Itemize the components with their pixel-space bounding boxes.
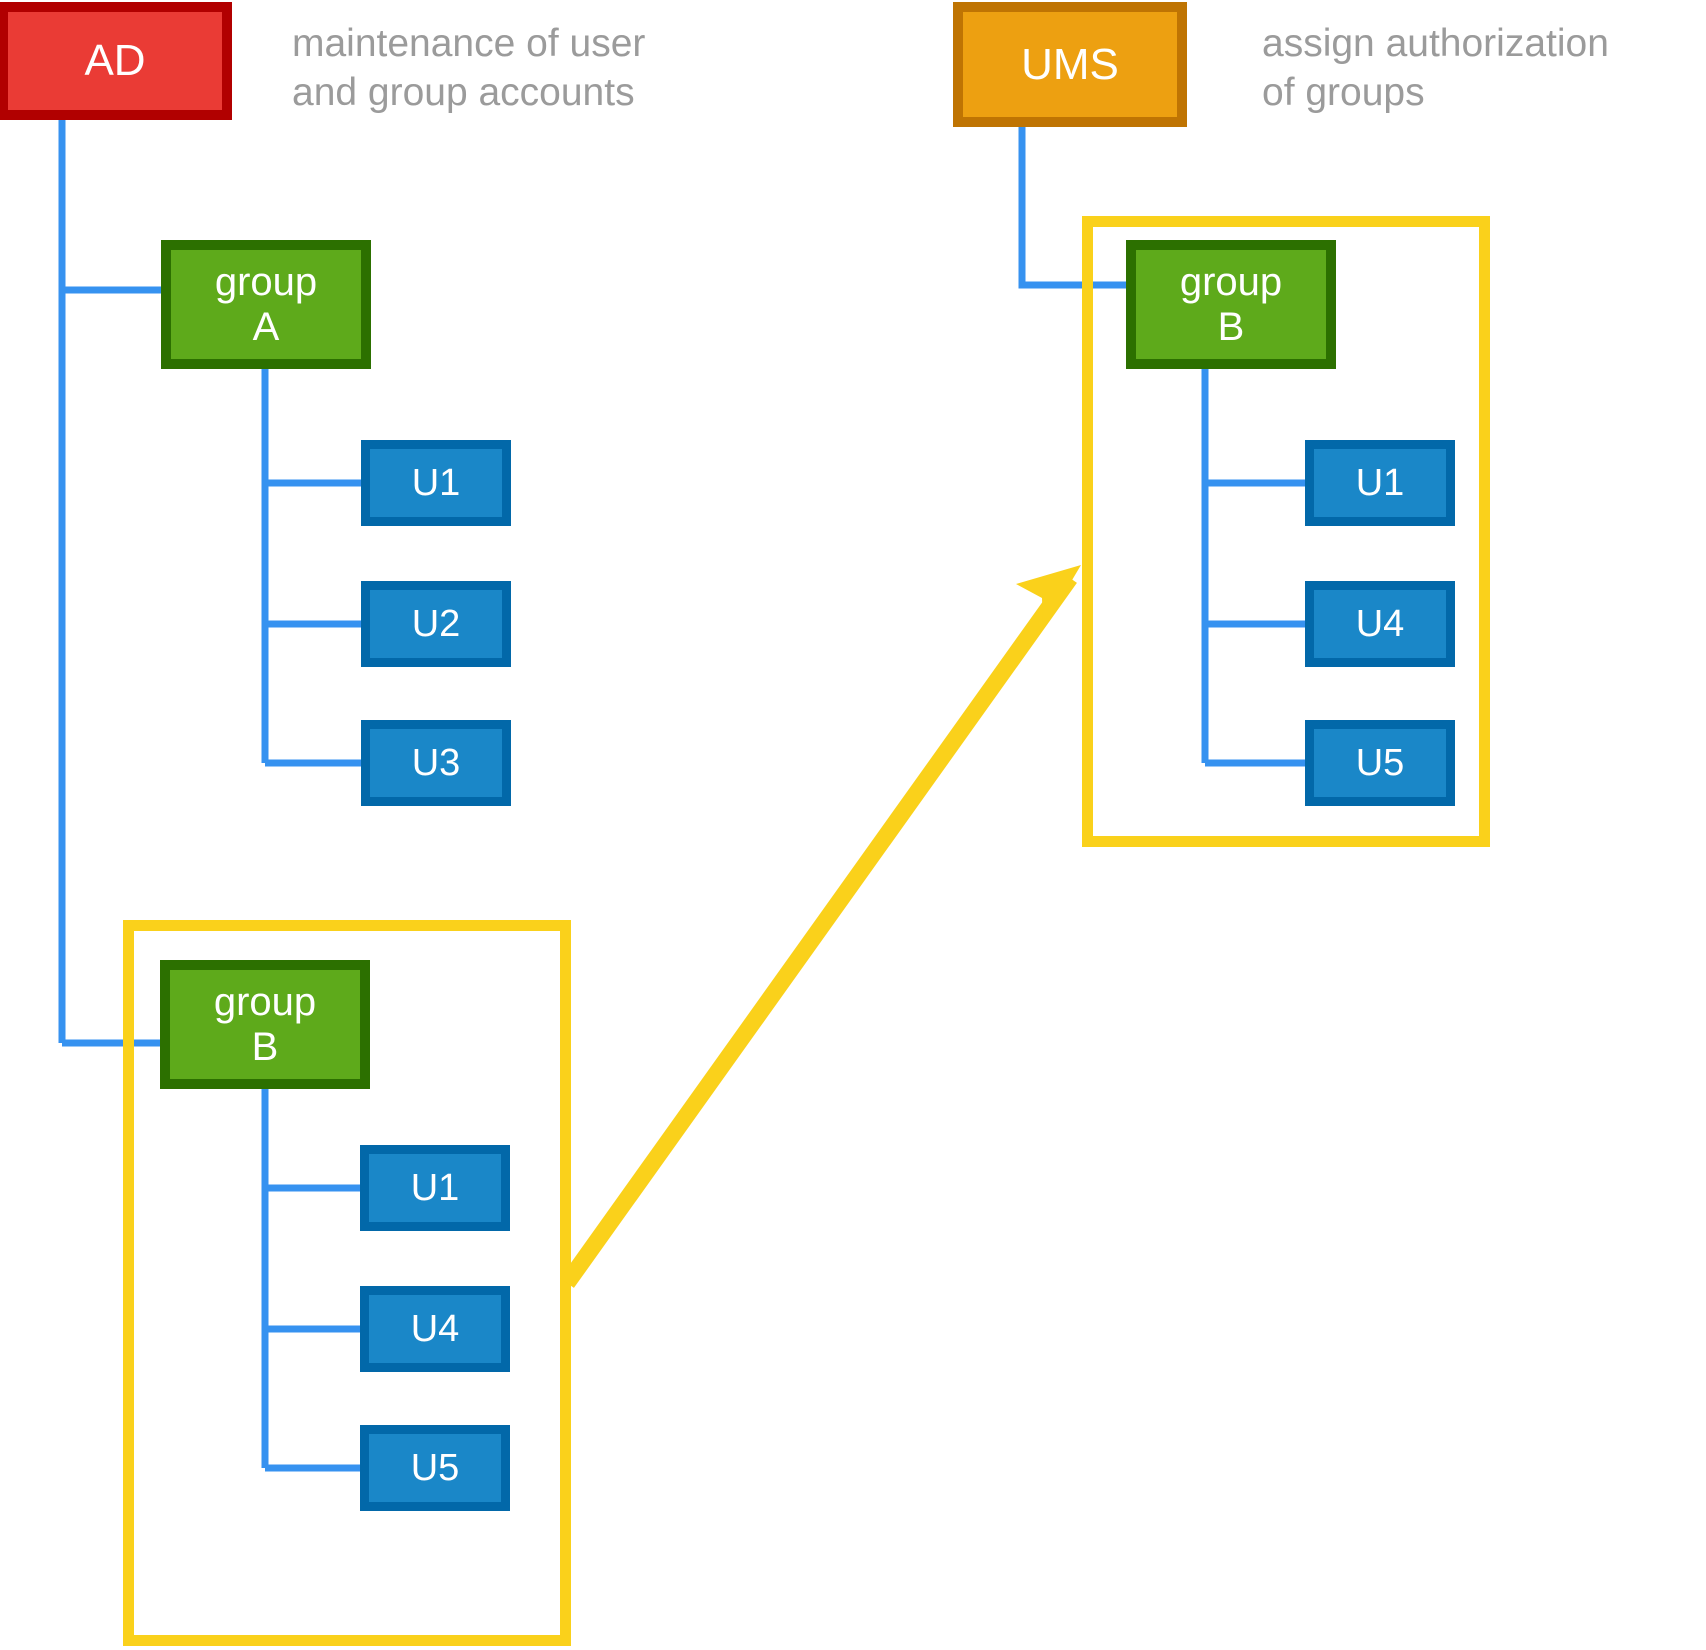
- node-ad-label: AD: [84, 36, 146, 86]
- node-ad-group-b-user-0[interactable]: U1: [360, 1145, 510, 1231]
- node-ad-group-b[interactable]: group B: [160, 960, 370, 1089]
- node-group-a[interactable]: group A: [161, 240, 371, 369]
- node-label: U4: [1355, 602, 1405, 645]
- node-ad-group-a-user-1[interactable]: U2: [361, 581, 511, 667]
- node-ums-group-b-user-1[interactable]: U4: [1305, 581, 1455, 667]
- node-label: U3: [411, 741, 461, 784]
- node-label: U2: [411, 602, 461, 645]
- node-ums-group-b-user-2[interactable]: U5: [1305, 720, 1455, 806]
- node-label: U5: [410, 1446, 460, 1489]
- node-ad-group-a-user-2[interactable]: U3: [361, 720, 511, 806]
- caption-ums: assign authorization of groups: [1262, 22, 1609, 114]
- node-ad-group-b-user-1[interactable]: U4: [360, 1286, 510, 1372]
- frame-ums-group-b: [1082, 216, 1490, 847]
- node-label: U5: [1355, 741, 1405, 784]
- node-label: U1: [1355, 461, 1405, 504]
- caption-ad: maintenance of user and group accounts: [292, 22, 646, 114]
- node-ums-group-b[interactable]: group B: [1126, 240, 1336, 369]
- node-ums-label: UMS: [1021, 39, 1119, 89]
- node-ad-group-b-user-2[interactable]: U5: [360, 1425, 510, 1511]
- node-ums[interactable]: UMS: [953, 2, 1187, 127]
- node-ad[interactable]: AD: [0, 2, 232, 120]
- node-label: U1: [411, 461, 461, 504]
- frame-ad-group-b: [123, 920, 571, 1646]
- node-group-a-label: group A: [214, 259, 318, 349]
- node-ums-group-b-user-0[interactable]: U1: [1305, 440, 1455, 526]
- node-label: U4: [410, 1307, 460, 1350]
- node-label: U1: [410, 1166, 460, 1209]
- node-ums-group-b-label: group B: [1179, 259, 1283, 349]
- node-ad-group-a-user-0[interactable]: U1: [361, 440, 511, 526]
- node-ad-group-b-label: group B: [213, 979, 317, 1069]
- group-b-mapping-arrow: [560, 565, 1081, 1288]
